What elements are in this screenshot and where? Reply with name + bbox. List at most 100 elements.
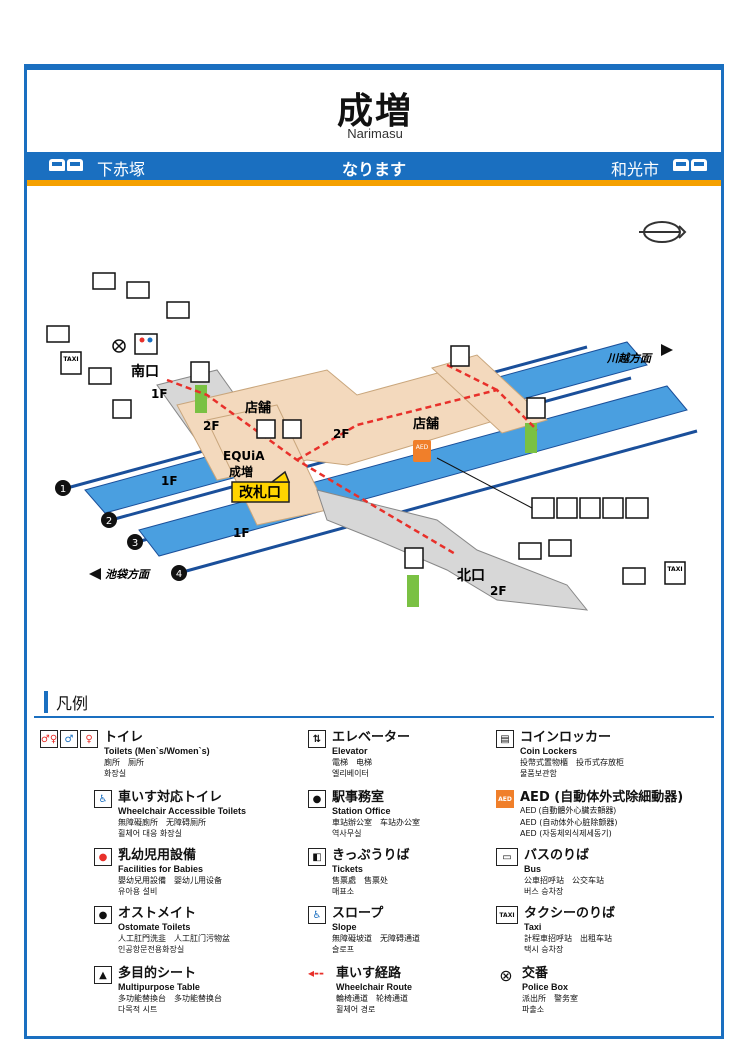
elevator-icon: ⇅	[308, 730, 326, 748]
concourse-north-2f	[316, 489, 589, 611]
shop-label-north: 店舗	[413, 416, 439, 432]
legend-en: Ostomate Toilets	[118, 922, 191, 932]
ticket-gate[interactable]: 改札口	[231, 470, 291, 503]
legend-zh: 廁所 厕所	[104, 758, 144, 767]
legend-ko: 엘리베이터	[332, 769, 369, 778]
legend-en: Toilets (Men`s/Women`s)	[104, 746, 210, 756]
police-box-legend-icon: ⊗	[499, 966, 513, 985]
shop-label-south: 店舗	[245, 400, 271, 416]
station-kana: なります	[341, 160, 406, 179]
legend-en: Slope	[332, 922, 357, 932]
elevator-shaft-north	[525, 423, 537, 453]
bus-icon: ▭	[496, 848, 518, 866]
legend-en: Coin Lockers	[520, 746, 578, 756]
legend-zh: 派出所 警务室	[522, 994, 578, 1003]
women-toilet-icon: ♀	[80, 730, 98, 748]
taxi-icon: TAXI	[496, 906, 518, 924]
legend-heading-text: 凡例	[56, 694, 89, 713]
legend-en: Bus	[524, 864, 542, 874]
legend-jp: 駅事務室	[332, 790, 385, 805]
multipurpose-table-icon: ▲	[94, 966, 112, 984]
police-box-icon	[112, 339, 126, 353]
legend-ko: 버스 승차장	[524, 887, 564, 896]
legend-zh: 電梯 电梯	[332, 758, 372, 767]
legend-heading: 凡例	[44, 690, 88, 714]
facility-leader-line	[436, 457, 533, 509]
aed-icon: AED	[413, 440, 431, 462]
legend-ko: 인공항문전용화장실	[118, 945, 185, 954]
legend-zh: 無障礙坡道 无障碍通道	[332, 934, 420, 943]
aed-icon-text: AED	[416, 444, 429, 451]
legend-en: Elevator	[332, 746, 368, 756]
map-frame	[24, 64, 724, 1039]
legend-ko: 화장실	[104, 769, 127, 778]
station-bar: 下赤塚 なります 和光市	[27, 152, 721, 180]
platform-number-2: 2	[106, 516, 112, 527]
compass-icon	[639, 221, 687, 243]
facility-strip	[531, 497, 649, 519]
legend-jp: 車いす経路	[336, 966, 402, 981]
men-toilet-icon: ♂	[60, 730, 78, 748]
legend-zh: 多功能替換台 多功能替换台	[118, 994, 222, 1003]
legend-jp: タクシーのりば	[524, 906, 616, 921]
ticket-icon: ◧	[308, 848, 326, 866]
legend-en: Tickets	[332, 864, 363, 874]
platform-numbers: 1 2 3 4	[55, 480, 187, 581]
next-station[interactable]: 和光市	[610, 160, 659, 179]
ticket-gate-label: 改札口	[239, 484, 281, 501]
wheelchair-icon: ♿	[94, 790, 112, 808]
legend-zh: 無障礙廁所 无障碍厕所	[118, 818, 206, 827]
legend-jp: コインロッカー	[520, 730, 612, 745]
platform-number-1: 1	[60, 484, 66, 495]
legend-zh: 嬰幼兒用設備 婴幼儿用设备	[118, 876, 222, 885]
legend-jp: 乳幼児用設備	[118, 848, 197, 863]
slope-icon: ♿	[308, 906, 326, 924]
toilet-icon-south	[134, 333, 158, 355]
legend-jp: エレベーター	[332, 730, 411, 745]
taxi-icon-text-2: TAXI	[667, 566, 682, 573]
legend-ko: 매표소	[332, 887, 355, 896]
legend-jp: バスのりば	[524, 848, 590, 863]
floor-label-2f-south: 2F	[203, 419, 220, 433]
legend-ko: 물품보관함	[520, 769, 557, 778]
legend-rule	[34, 716, 714, 718]
floor-label-1f-south: 1F	[151, 387, 168, 401]
legend-jp: 車いす対応トイレ	[118, 790, 223, 805]
legend-ko: 역사무실	[332, 829, 362, 838]
floor-label-1f-platform: 1F	[161, 474, 178, 488]
legend-ko: AED (자동체외식제세동기)	[520, 829, 612, 838]
bus-icons	[46, 272, 646, 585]
legend-ko: 파출소	[522, 1005, 545, 1014]
legend-en: Wheelchair Route	[336, 982, 413, 992]
train-icon-right	[673, 159, 707, 171]
legend-ko: 택시 승차장	[524, 945, 564, 954]
direction-kawagoe-arrow-icon	[661, 344, 673, 356]
direction-ikebukuro: 池袋方面	[105, 568, 151, 581]
legend-en: Station Office	[332, 806, 391, 816]
toilet-icon: ♂♀	[40, 730, 58, 748]
floor-label-2f-center: 2F	[333, 427, 350, 441]
legend-en: Taxi	[524, 922, 542, 932]
floor-label-2f-north: 2F	[490, 584, 507, 598]
platform-number-3: 3	[132, 538, 138, 549]
legend-heading-bar	[44, 691, 48, 713]
legend-zh: 計程車招呼站 出租车站	[524, 934, 612, 943]
station-map: 改札口 南口 北口 店舗 店舗 EQUiA 成増 1F 2F 2F 1F 1F …	[46, 221, 698, 611]
prev-station[interactable]: 下赤塚	[97, 160, 146, 179]
legend-zh: 售票處 售票处	[332, 876, 388, 885]
ostomate-icon: ●	[94, 906, 112, 924]
platform-number-4: 4	[176, 569, 182, 580]
coin-locker-icon: ▤	[496, 730, 514, 748]
legend-jp: オストメイト	[118, 906, 197, 921]
